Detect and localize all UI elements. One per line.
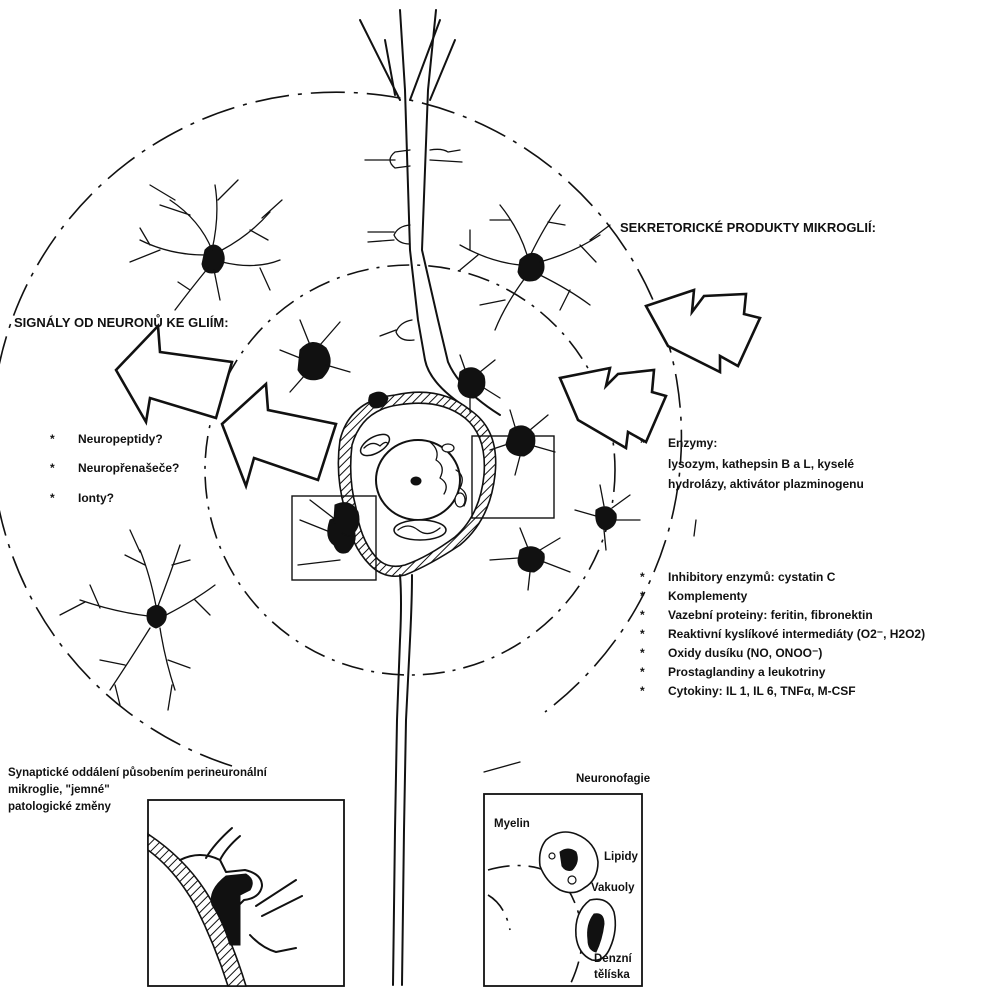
synaptic-caption-line: Synaptické oddálení působením perineuron… bbox=[8, 767, 268, 779]
products-title: SEKRETORICKÉ PRODUKTY MIKROGLIÍ: bbox=[620, 220, 876, 235]
product-item: Oxidy dusíku (NO, ONOO⁻) bbox=[668, 646, 822, 660]
microglia-products-list: * Enzymy: lysozym, kathepsin B a L, kyse… bbox=[640, 436, 925, 698]
dense-bodies-label: tělíska bbox=[594, 969, 630, 981]
product-item: Prostaglandiny a leukotriny bbox=[668, 665, 826, 679]
synaptic-caption-line: patologické změny bbox=[8, 801, 111, 813]
bullet-star: * bbox=[640, 646, 645, 660]
lipids-label: Lipidy bbox=[604, 851, 638, 863]
synaptic-caption-line: mikroglie, "jemné" bbox=[8, 784, 110, 796]
vacuoles-label: Vakuoly bbox=[591, 882, 635, 894]
bullet-star: * bbox=[640, 608, 645, 622]
bullet-star: * bbox=[640, 589, 645, 603]
bullet-star: * bbox=[640, 627, 645, 641]
signal-item: Ionty? bbox=[78, 491, 114, 505]
axon bbox=[393, 575, 412, 985]
product-item: Vazební proteiny: feritin, fibronektin bbox=[668, 608, 873, 622]
bullet-star: * bbox=[640, 436, 645, 450]
signal-item: Neuropeptidy? bbox=[78, 432, 163, 446]
bullet-star: * bbox=[50, 461, 55, 475]
enzymes-title: Enzymy: bbox=[668, 436, 717, 450]
signal-arrow-inner bbox=[222, 384, 336, 486]
outer-dashed-circle bbox=[0, 92, 681, 766]
bullet-star: * bbox=[640, 665, 645, 679]
product-item: Cytokiny: IL 1, IL 6, TNFα, M-CSF bbox=[668, 684, 856, 698]
neuronophagy-box: Myelin Lipidy Vakuoly Denzní tělíska bbox=[484, 794, 642, 986]
microglia-bottom-left bbox=[60, 530, 215, 710]
bullet-star: * bbox=[50, 432, 55, 446]
signal-item: Neuropřenašeče? bbox=[78, 461, 179, 475]
signals-title: SIGNÁLY OD NEURONŮ KE GLIÍM: bbox=[14, 314, 229, 330]
synaptic-detail-box bbox=[148, 800, 344, 986]
product-item: Reaktivní kyslíkové intermediáty (O2⁻, H… bbox=[668, 627, 925, 641]
bullet-star: * bbox=[50, 491, 55, 505]
dendrite-synapses bbox=[365, 149, 462, 340]
microglia-top-right bbox=[460, 205, 610, 330]
bullet-star: * bbox=[640, 684, 645, 698]
product-item: Inhibitory enzymů: cystatin C bbox=[668, 570, 836, 584]
secretion-arrow-inner bbox=[560, 368, 666, 448]
neuron-signal-list: * Neuropeptidy? * Neuropřenašeče? * Iont… bbox=[50, 432, 179, 505]
secretion-arrow-outer bbox=[646, 290, 760, 372]
neuronophagy-title: Neuronofagie bbox=[576, 773, 650, 785]
bullet-star: * bbox=[640, 570, 645, 584]
apical-dendrite bbox=[360, 10, 500, 415]
product-item: Komplementy bbox=[668, 589, 748, 603]
enzymes-line: hydrolázy, aktivátor plazminogenu bbox=[668, 477, 864, 491]
microglia-top-left bbox=[130, 180, 282, 310]
enzymes-line: lysozym, kathepsin B a L, kyselé bbox=[668, 457, 854, 471]
myelin-label: Myelin bbox=[494, 818, 530, 830]
signal-arrow-outer bbox=[116, 326, 232, 422]
dense-bodies-label: Denzní bbox=[594, 953, 633, 965]
